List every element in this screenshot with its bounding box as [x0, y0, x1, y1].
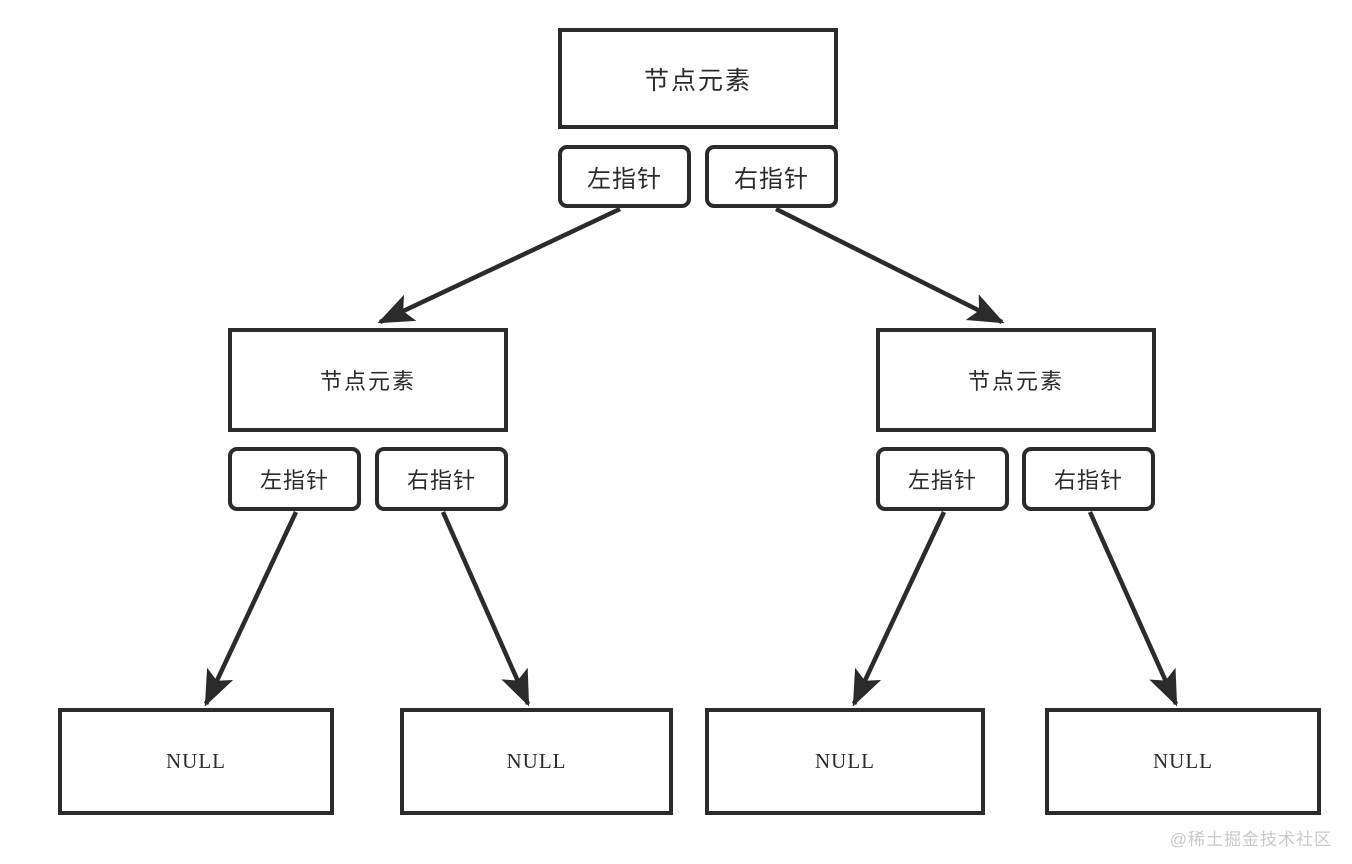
node-right-child-right-pointer-label: 右指针 — [1053, 468, 1123, 493]
node-right-child-right-pointer[interactable]: 右指针 — [1022, 447, 1155, 511]
leaf-null-1[interactable]: NULL — [58, 708, 334, 815]
edge-root-right — [774, 206, 1005, 325]
leaf-null-2-label: NULL — [506, 749, 567, 773]
node-left-child-left-pointer-label: 左指针 — [259, 468, 329, 493]
leaf-null-3-label: NULL — [815, 749, 875, 773]
leaf-null-1-label: NULL — [166, 749, 226, 773]
leaf-null-2[interactable]: NULL — [400, 708, 673, 815]
node-right-child-element-label: 节点元素 — [967, 369, 1064, 394]
edge-left-child-left — [203, 511, 299, 707]
edge-right-child-right — [1087, 511, 1179, 707]
node-left-child-element[interactable]: 节点元素 — [228, 328, 508, 432]
node-root-left-pointer-label: 左指针 — [587, 167, 662, 193]
leaf-null-4-label: NULL — [1153, 749, 1213, 773]
node-root-element[interactable]: 节点元素 — [558, 28, 838, 129]
node-right-child-element[interactable]: 节点元素 — [876, 328, 1156, 432]
edge-root-left — [377, 206, 621, 325]
leaf-null-3[interactable]: NULL — [705, 708, 985, 815]
watermark: @稀土掘金技术社区 — [1169, 830, 1332, 849]
node-left-child-element-label: 节点元素 — [319, 369, 416, 394]
edge-left-child-right — [440, 511, 531, 707]
node-left-child-right-pointer-label: 右指针 — [406, 468, 476, 493]
node-root-right-pointer-label: 右指针 — [734, 167, 809, 193]
node-root-element-label: 节点元素 — [643, 67, 752, 95]
node-right-child-left-pointer[interactable]: 左指针 — [876, 447, 1009, 511]
node-root-left-pointer[interactable]: 左指针 — [558, 145, 691, 208]
node-right-child-left-pointer-label: 左指针 — [907, 468, 977, 493]
leaf-null-4[interactable]: NULL — [1045, 708, 1321, 815]
node-left-child-right-pointer[interactable]: 右指针 — [375, 447, 508, 511]
node-left-child-left-pointer[interactable]: 左指针 — [228, 447, 361, 511]
edge-right-child-left — [851, 511, 947, 707]
node-root-right-pointer[interactable]: 右指针 — [705, 145, 838, 208]
